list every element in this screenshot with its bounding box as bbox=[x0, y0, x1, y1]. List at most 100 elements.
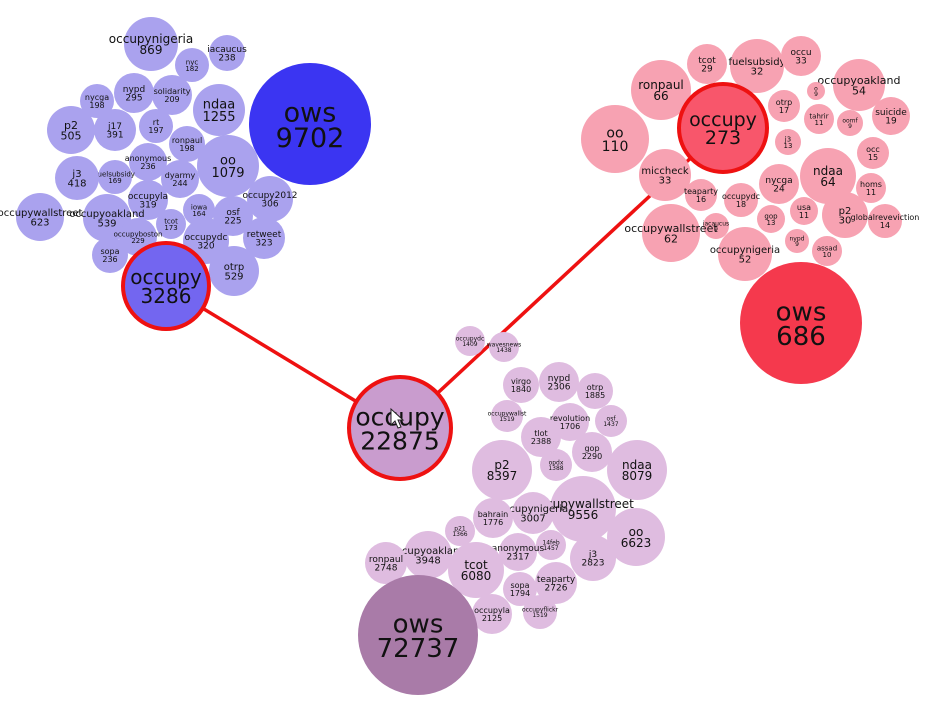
bubble-blue-ndaa-circle[interactable] bbox=[193, 84, 245, 136]
bubble-purple-virgo-circle[interactable] bbox=[503, 367, 539, 403]
bubble-purple-p21-circle[interactable] bbox=[445, 516, 475, 546]
bubble-blue-occupyoakland-circle[interactable] bbox=[83, 194, 131, 242]
bubble-red-occ-circle[interactable] bbox=[857, 137, 889, 169]
bubble-blue-occupyla-circle[interactable] bbox=[128, 180, 168, 220]
bubble-red-occupywallstreet-circle[interactable] bbox=[642, 204, 700, 262]
bubble-blue-iacaucus-circle[interactable] bbox=[209, 35, 245, 71]
bubble-red-j3-circle[interactable] bbox=[775, 129, 801, 155]
bubble-purple-opdx-circle[interactable] bbox=[540, 449, 572, 481]
bubble-red-o[interactable]: o9 bbox=[807, 82, 825, 100]
bubble-blue-oo-circle[interactable] bbox=[197, 135, 259, 197]
bubble-blue-ows-total-circle[interactable] bbox=[249, 63, 371, 185]
bubble-purple-occupywallst-circle[interactable] bbox=[491, 400, 523, 432]
bubble-blue-p2-circle[interactable] bbox=[47, 106, 95, 154]
bubble-blue-otrp-circle[interactable] bbox=[209, 246, 259, 296]
bubble-purple-revolution-circle[interactable] bbox=[551, 403, 589, 441]
bubble-red-homs-circle[interactable] bbox=[856, 173, 886, 203]
bubble-purple-occupyflickr-circle[interactable] bbox=[523, 595, 557, 629]
bubble-red-occupydc-circle[interactable] bbox=[724, 183, 758, 217]
bubble-red-assad-circle[interactable] bbox=[812, 236, 842, 266]
bubble-red-occu-circle[interactable] bbox=[781, 36, 821, 76]
bubble-blue-occupywallstreet-circle[interactable] bbox=[16, 193, 64, 241]
bubble-purple-ows-total-circle[interactable] bbox=[358, 575, 478, 695]
bubble-red-p2-circle[interactable] bbox=[822, 192, 868, 238]
bubble-purple-tlot-circle[interactable] bbox=[521, 417, 561, 457]
bubble-purple-p2-circle[interactable] bbox=[472, 440, 532, 500]
bubble-red-oomf-circle[interactable] bbox=[837, 110, 863, 136]
bubble-red-oo-circle[interactable] bbox=[581, 105, 649, 173]
bubble-red-suicide-circle[interactable] bbox=[872, 97, 910, 135]
bubble-red-tahrir-circle[interactable] bbox=[804, 104, 834, 134]
bubble-purple-teaparty-circle[interactable] bbox=[535, 562, 577, 604]
bubble-blue-occupynigeria-circle[interactable] bbox=[124, 17, 178, 71]
bubble-purple-nypd-circle[interactable] bbox=[539, 362, 579, 402]
bubble-blue-nyc-circle[interactable] bbox=[175, 48, 209, 82]
bubble-red-o-circle[interactable] bbox=[807, 82, 825, 100]
bubble-red-ndaa-circle[interactable] bbox=[800, 148, 856, 204]
bubble-red-nypd-circle[interactable] bbox=[785, 229, 809, 253]
bubble-red-gop-circle[interactable] bbox=[757, 205, 785, 233]
bubble-blue-j3-circle[interactable] bbox=[55, 156, 99, 200]
bubble-blue-ronpaul-circle[interactable] bbox=[169, 126, 205, 162]
bubble-purple-14feb-circle[interactable] bbox=[536, 530, 566, 560]
bubble-red-occupyoakland-circle[interactable] bbox=[833, 59, 885, 111]
bubble-red-fuelsubsidy-circle[interactable] bbox=[730, 39, 784, 93]
bubble-purple-occupyla-circle[interactable] bbox=[472, 594, 512, 634]
bubble-purple-occupynigeria-circle[interactable] bbox=[512, 492, 554, 534]
bubble-red-globalreveviction-circle[interactable] bbox=[868, 204, 902, 238]
bubble-purple-sopa-circle[interactable] bbox=[503, 572, 537, 606]
bubble-purple-anonymous-circle[interactable] bbox=[499, 533, 537, 571]
bubble-red-usa-circle[interactable] bbox=[790, 197, 818, 225]
bubble-red-teaparty-circle[interactable] bbox=[685, 179, 717, 211]
bubble-purple-occupywallstreet-circle[interactable] bbox=[550, 476, 616, 542]
